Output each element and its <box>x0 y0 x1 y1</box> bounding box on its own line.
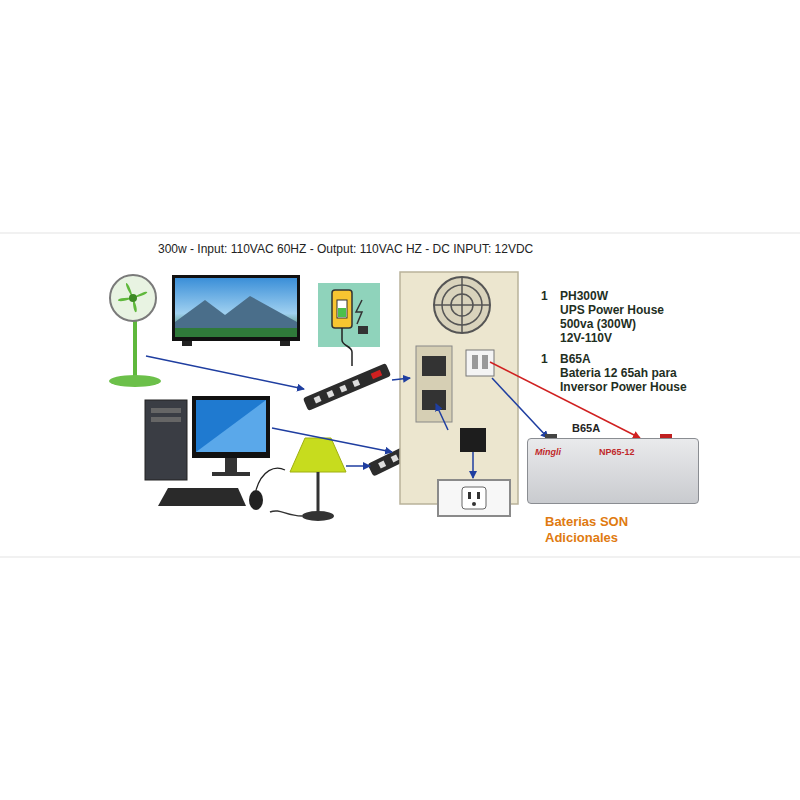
outlet-ground <box>472 502 476 506</box>
socket <box>314 396 322 404</box>
diagram-title: 300w - Input: 110VAC 60HZ - Output: 110V… <box>158 242 533 256</box>
screen-shine <box>196 400 266 452</box>
lamp-cord <box>270 511 302 516</box>
outlet-plate <box>438 480 510 516</box>
ups-fan <box>434 277 490 333</box>
spec-text: UPS Power House <box>560 303 664 317</box>
breaker-switch <box>472 355 478 369</box>
socket <box>391 454 399 462</box>
spec-text: Bateria 12 65ah para <box>560 366 677 380</box>
power-strip <box>303 363 391 411</box>
socket <box>339 385 347 393</box>
tv-foot <box>182 341 192 346</box>
battery-box: B65A Mingli NP65-12 <box>527 420 699 506</box>
cord <box>342 328 352 366</box>
lamp-base <box>302 511 334 521</box>
keyboard <box>158 488 246 506</box>
ups-breaker <box>466 350 494 376</box>
mouse <box>249 490 263 510</box>
breaker-switch <box>482 355 488 369</box>
monitor <box>192 396 270 458</box>
outlet-socket <box>462 487 486 509</box>
quantity-number: 1 <box>541 289 548 303</box>
blue-arrow <box>346 465 370 467</box>
ups-outlet <box>422 356 446 376</box>
spec-text: Inversor Power House <box>560 380 687 394</box>
blue-arrow <box>472 452 474 478</box>
ups-power-inlet <box>460 428 486 452</box>
ups-outlet <box>422 390 446 410</box>
fan-pole <box>133 318 137 378</box>
band-edge <box>0 556 800 558</box>
ups-case <box>400 272 518 504</box>
switch <box>371 370 383 379</box>
tv-grass <box>175 328 297 337</box>
blue-arrow <box>272 428 392 452</box>
lamp-shade <box>290 438 346 472</box>
tv-foot <box>280 341 290 346</box>
phone-charge-icon <box>318 283 380 366</box>
ups-output-panel <box>416 346 452 422</box>
socket <box>326 390 334 398</box>
battery-model-heading: B65A <box>572 422 600 434</box>
lamp-icon <box>270 438 346 521</box>
fan-icon <box>109 275 161 387</box>
outlet-slot <box>477 492 480 499</box>
note-text: Baterias SON Adicionales <box>545 514 645 546</box>
blue-arrow <box>392 378 410 380</box>
lamp-pole <box>317 472 320 514</box>
spec-text: 12V-110V <box>560 331 612 345</box>
ups-fan-bar <box>461 277 463 333</box>
phone <box>332 290 352 328</box>
spec-text: PH300W <box>560 289 608 303</box>
computer-icon <box>145 396 285 510</box>
band-edge <box>0 232 800 234</box>
socket <box>378 461 386 469</box>
strip-body <box>303 363 391 411</box>
drive-bay <box>151 417 181 422</box>
model-number: NP65-12 <box>599 447 635 457</box>
brand-logo: Mingli <box>535 447 561 457</box>
fan-hub <box>129 294 137 302</box>
monitor-neck <box>225 458 237 472</box>
fan-blades <box>118 283 147 312</box>
tv-mountains <box>175 296 297 337</box>
pc-tower <box>145 400 187 480</box>
monitor-foot <box>212 472 250 476</box>
fan-cage <box>110 275 156 321</box>
monitor-screen <box>196 400 266 452</box>
quantity-number: 1 <box>541 352 548 366</box>
plug <box>358 326 368 334</box>
battery-level <box>338 308 346 317</box>
wall-outlet <box>438 480 510 516</box>
tv-screen <box>175 278 297 337</box>
blue-arrow <box>436 404 448 430</box>
socket <box>352 379 360 387</box>
fan-base <box>109 375 161 387</box>
mouse-cord <box>256 468 285 490</box>
spec-text: B65A <box>560 352 591 366</box>
phone-battery <box>337 300 347 318</box>
ups-unit <box>400 272 518 504</box>
tv-icon <box>172 275 300 346</box>
drive-bay <box>151 408 181 413</box>
icon-bg <box>318 283 380 347</box>
outlet-slot <box>468 492 471 499</box>
tv-frame <box>172 275 300 341</box>
blue-arrow <box>146 356 304 389</box>
spec-text: 500va (300W) <box>560 317 636 331</box>
bolt <box>356 300 362 324</box>
